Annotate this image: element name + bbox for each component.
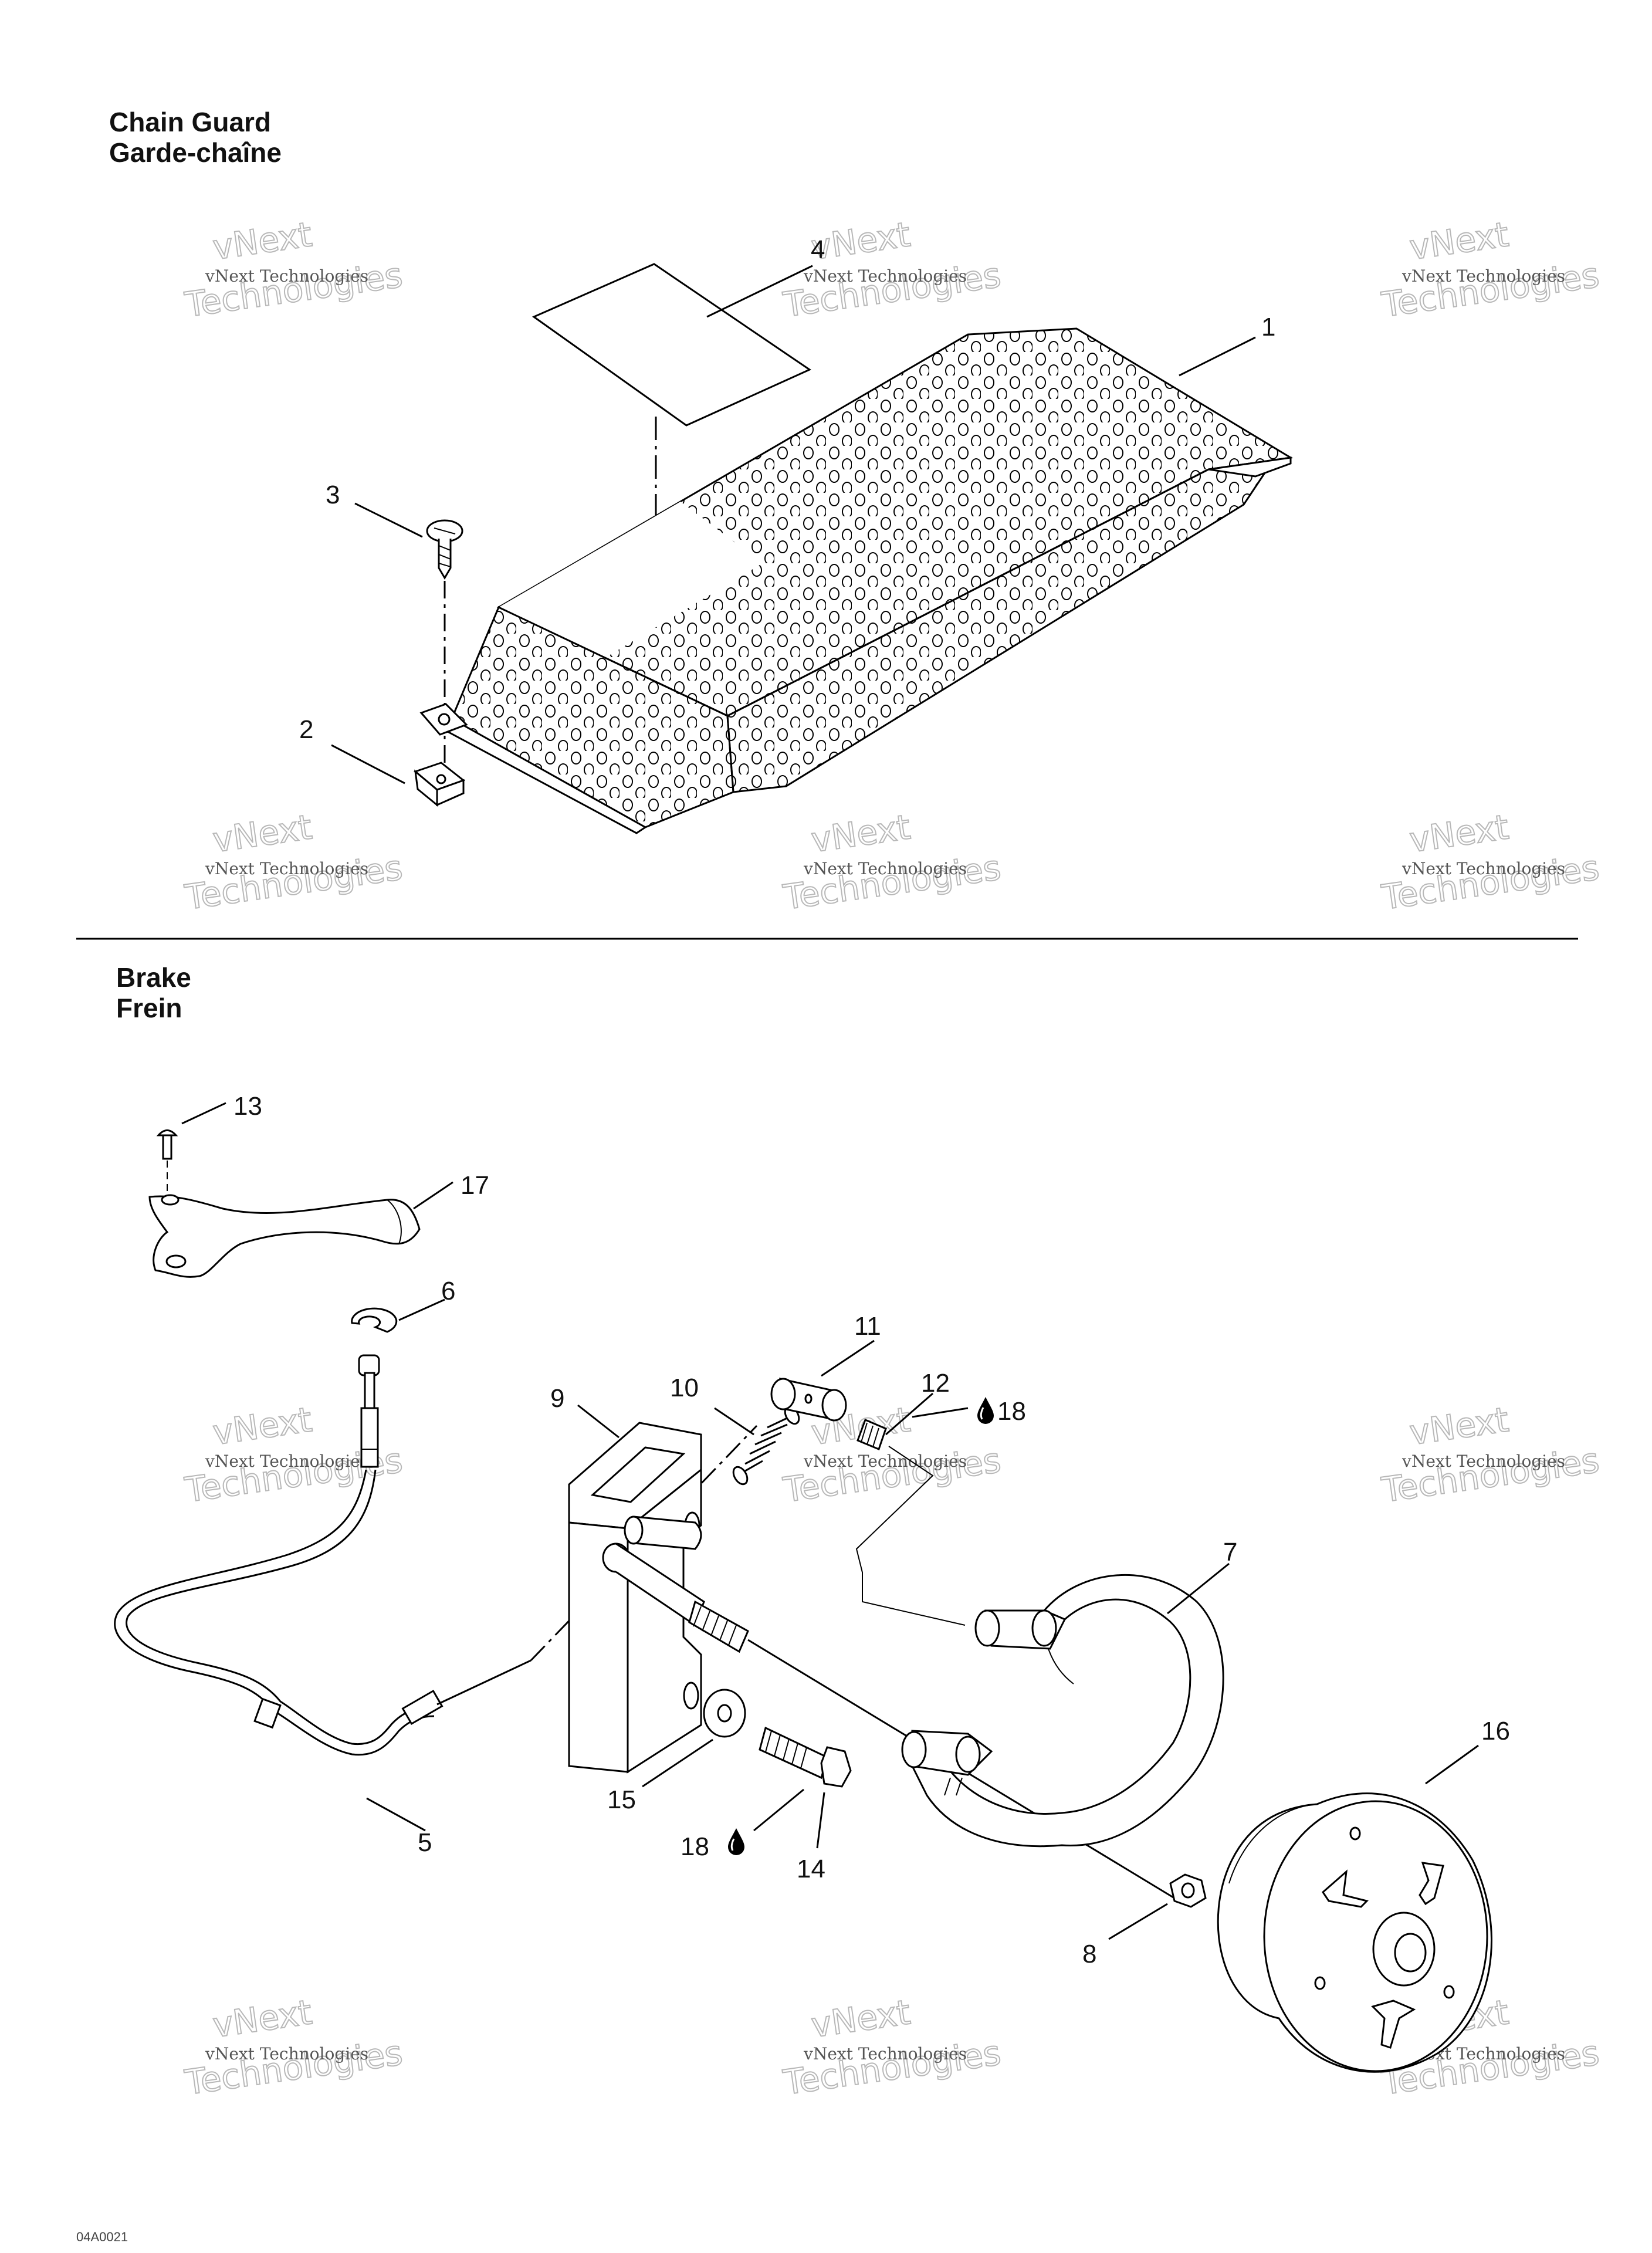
part-6-e-clip [351, 1307, 398, 1333]
brake-leaders [181, 1102, 1479, 1940]
part-17-brake-lever [148, 1194, 421, 1278]
watermark-line1: vNext Technologies [1402, 1452, 1565, 1471]
watermark-line1: vNext Technologies [803, 1452, 967, 1471]
callout-10: 10 [670, 1374, 699, 1402]
brake-adjuster-bolt [602, 1542, 749, 1653]
watermark-stamp: vNext Technologies vNext Technologies [182, 806, 405, 918]
callout-14: 14 [797, 1855, 825, 1883]
watermark-stamp: vNext Technologies vNext Technologies [780, 214, 1004, 326]
chain-guard-assembly [413, 263, 1294, 834]
watermark-stamp: vNext Technologies vNext Technologies [182, 214, 405, 326]
chain-guard-title-en: Chain Guard [109, 107, 272, 137]
watermark-line2: vNext [1407, 807, 1511, 860]
callout-18-lower: 18 [681, 1832, 709, 1861]
callout-11: 11 [854, 1312, 881, 1341]
brake-title: Brake Frein [116, 962, 191, 1023]
part-4-decal [532, 263, 812, 427]
watermark-line1: vNext Technologies [803, 2044, 967, 2063]
chain-guard-leaders [331, 265, 1256, 784]
callout-1: 1 [1261, 313, 1275, 341]
callout-6: 6 [441, 1277, 455, 1305]
watermark-line1: vNext Technologies [803, 859, 967, 878]
watermark-line2: vNext [211, 214, 314, 268]
watermark-line1: vNext Technologies [205, 859, 368, 878]
watermark-stamp: vNext Technologies vNext Technologies [780, 806, 1004, 918]
brake-title-en: Brake [116, 962, 191, 993]
callout-7: 7 [1223, 1538, 1237, 1567]
watermark-line1: vNext Technologies [205, 1452, 368, 1471]
figure-code: 04A0021 [76, 2230, 128, 2244]
watermark-line2: vNext [1407, 214, 1511, 268]
callout-4: 4 [811, 235, 825, 264]
watermark-line1: vNext Technologies [1402, 266, 1565, 286]
watermark-line2: vNext [809, 1992, 913, 2045]
callout-18-upper: 18 [997, 1397, 1026, 1426]
callout-2: 2 [299, 715, 313, 744]
lubricant-drop-icon [976, 1396, 995, 1425]
part-12-set-screw [857, 1419, 887, 1450]
callout-3: 3 [326, 481, 340, 509]
part-15-washer [703, 1689, 746, 1738]
callout-5: 5 [418, 1828, 432, 1857]
part-7-brake-band [901, 1574, 1224, 1848]
lubricant-drop-icon [727, 1827, 746, 1856]
watermark-line1: vNext Technologies [205, 2044, 368, 2063]
part-3-screw [426, 519, 463, 580]
callout-12: 12 [921, 1369, 950, 1398]
brake-title-fr: Frein [116, 993, 182, 1023]
callout-9: 9 [550, 1384, 564, 1413]
callout-15: 15 [607, 1785, 636, 1814]
watermark-stamp: vNext Technologies vNext Technologies [182, 1991, 405, 2103]
watermark-stamp: vNext Technologies vNext Technologies [1379, 214, 1602, 326]
watermark-line1: vNext Technologies [205, 266, 368, 286]
watermark-line1: vNext Technologies [1402, 859, 1565, 878]
chain-guard-title-fr: Garde-chaîne [109, 137, 282, 168]
callout-17: 17 [461, 1171, 489, 1200]
part-13-bolt [156, 1129, 178, 1160]
watermark-line2: vNext [211, 1399, 314, 1453]
part-1-perforated-guard [438, 327, 1294, 834]
part-16-brake-drum [1217, 1792, 1492, 2073]
callout-16: 16 [1481, 1717, 1510, 1745]
callout-8: 8 [1082, 1940, 1096, 1968]
part-5-brake-cable [114, 1354, 532, 1756]
watermark-line2: vNext [211, 1992, 314, 2045]
callout-13: 13 [233, 1092, 262, 1121]
brake-callouts: 13 17 6 9 10 11 12 18 7 16 8 15 18 14 5 [233, 1092, 1510, 1968]
set-screw-alignment-line [855, 1446, 966, 1626]
part-11-pin [770, 1378, 847, 1422]
watermark-line2: vNext [1407, 1399, 1511, 1453]
part-2-clip-nut [413, 762, 466, 807]
bracket-pin [624, 1515, 702, 1550]
watermark-stamp: vNext Technologies vNext Technologies [1379, 1399, 1602, 1511]
watermark-stamp: vNext Technologies vNext Technologies [780, 1991, 1004, 2103]
watermark-stamp: vNext Technologies vNext Technologies [1379, 806, 1602, 918]
watermark-line1: vNext Technologies [803, 266, 967, 286]
watermark-line2: vNext [211, 807, 314, 860]
part-14-bolt [759, 1726, 852, 1788]
part-8-nut [1169, 1873, 1207, 1908]
chain-guard-title: Chain Guard Garde-chaîne [109, 107, 282, 168]
chain-guard-callouts: 4 1 3 2 [299, 235, 1275, 744]
watermark-line2: vNext [809, 807, 913, 860]
